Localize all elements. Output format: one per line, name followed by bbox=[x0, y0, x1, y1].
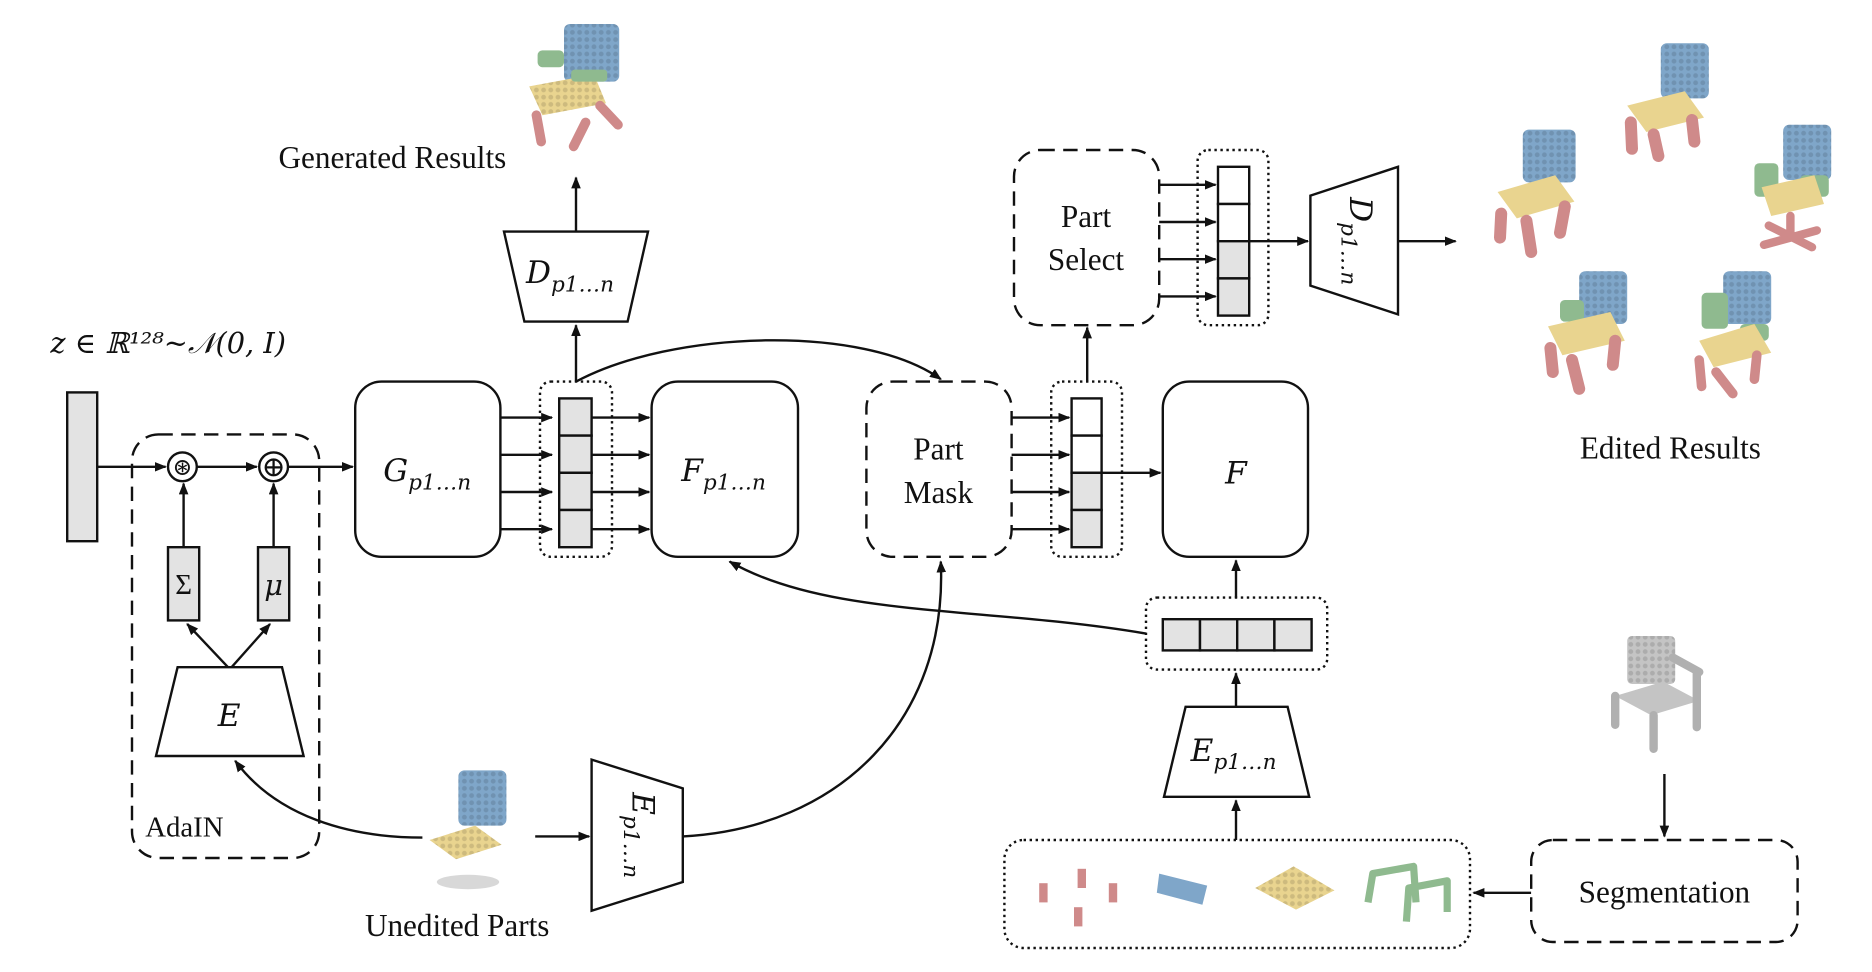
edited-chair-1 bbox=[1494, 129, 1576, 259]
selected-latents-stack bbox=[1216, 165, 1251, 317]
part-select-box bbox=[1012, 148, 1161, 327]
generated-chair-image bbox=[529, 24, 623, 152]
part-feature-vector bbox=[1161, 618, 1313, 652]
decoder-top-label: Dp1…n bbox=[525, 255, 614, 297]
part-mask-box bbox=[865, 380, 1013, 559]
part-select-line1: Part bbox=[1061, 199, 1112, 234]
decoder-top bbox=[502, 230, 650, 323]
arrow-encoder-bottom-to-mask bbox=[682, 560, 947, 838]
part-seat-texture bbox=[1255, 866, 1335, 910]
part-mask-line1: Part bbox=[913, 432, 964, 467]
encoder-e-label: E bbox=[217, 698, 241, 734]
masked-latents-stack bbox=[1070, 397, 1103, 549]
generator-label: Gp1…n bbox=[383, 453, 471, 495]
unedited-parts-caption: Unedited Parts bbox=[365, 908, 550, 943]
mask-outputs bbox=[1011, 412, 1071, 535]
edited-chair-5 bbox=[1694, 271, 1772, 399]
segmented-parts-image bbox=[1039, 862, 1451, 927]
unedited-parts-image bbox=[429, 770, 507, 890]
part-arms bbox=[1364, 862, 1451, 922]
generator-outputs bbox=[500, 412, 554, 535]
fusion-top-box bbox=[650, 380, 800, 559]
adain-label: AdaIN bbox=[145, 811, 224, 843]
input-chair-gray-image bbox=[1611, 636, 1704, 754]
latent-vector bbox=[66, 391, 99, 543]
edited-chairs-image bbox=[1494, 43, 1832, 399]
encoder-bottom bbox=[590, 757, 685, 913]
arrow-e-to-mu bbox=[230, 623, 271, 668]
encoder-right bbox=[1162, 705, 1311, 799]
segmentation-label: Segmentation bbox=[1579, 874, 1751, 909]
edited-chair-4 bbox=[1544, 271, 1628, 395]
part-legs bbox=[1039, 868, 1118, 927]
arrow-e-to-sigma bbox=[186, 623, 229, 669]
part-latents-stack bbox=[558, 397, 593, 549]
fusion-top-label: Fp1…n bbox=[680, 453, 766, 495]
decoder-right-label: Dp1…n bbox=[1336, 196, 1378, 285]
mu-vector bbox=[256, 546, 291, 622]
adain-box bbox=[130, 433, 321, 860]
segmented-parts-box bbox=[1003, 838, 1472, 950]
edited-chair-2 bbox=[1624, 43, 1709, 163]
part-mask-line2: Mask bbox=[904, 475, 974, 510]
latents-to-fusion-arrows bbox=[591, 412, 651, 535]
decoder-right bbox=[1309, 165, 1400, 317]
encoder-right-label: Ep1…n bbox=[1190, 733, 1277, 775]
encoder-bottom-label: Ep1…n bbox=[618, 791, 660, 878]
latent-label: z ∈ ℝ¹²⁸~𝒩(0, I) bbox=[49, 326, 286, 360]
sigma-label: Σ bbox=[175, 569, 192, 601]
generated-results-caption: Generated Results bbox=[279, 140, 507, 175]
edited-results-caption: Edited Results bbox=[1580, 430, 1761, 465]
part-select-line2: Select bbox=[1048, 242, 1125, 277]
fusion-final-label: F bbox=[1224, 456, 1248, 492]
edited-chair-3 bbox=[1754, 124, 1832, 252]
select-outputs bbox=[1159, 180, 1217, 302]
add-symbol: ⊕ bbox=[262, 451, 286, 483]
multiply-symbol: ⊛ bbox=[172, 455, 192, 481]
generator-box bbox=[354, 380, 502, 559]
fusion-final-box bbox=[1161, 380, 1310, 559]
arrow-features-to-fusion-top bbox=[728, 560, 1147, 635]
encoder-e bbox=[154, 666, 306, 758]
mu-label: μ bbox=[264, 568, 283, 602]
arrow-latents-to-mask bbox=[575, 339, 942, 383]
segmentation-box bbox=[1530, 838, 1799, 944]
selected-latents-group bbox=[1196, 148, 1270, 327]
part-back bbox=[1156, 873, 1208, 905]
arrow-unedited-to-e bbox=[234, 759, 423, 839]
